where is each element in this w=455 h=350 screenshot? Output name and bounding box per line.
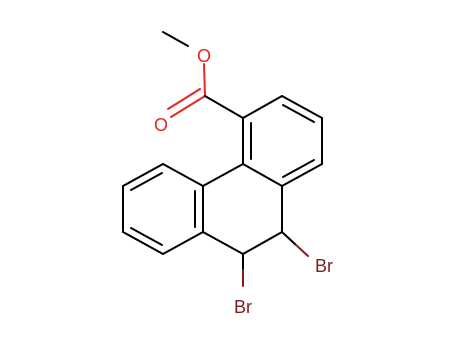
bond-carbonyl-double-b <box>167 88 201 110</box>
ring1-bond-4-inner <box>282 159 315 178</box>
ring2-bond-4 <box>202 231 244 255</box>
ring1-bond-1 <box>242 95 283 119</box>
ring3-bond-3 <box>122 231 164 255</box>
bond-carbonyl-double-a <box>170 95 206 118</box>
ring2-bond-1 <box>202 163 244 187</box>
ring1-bond-4 <box>281 163 323 187</box>
atom-label-bromine-1: Br <box>315 256 333 276</box>
ring3-bond-5 <box>122 163 164 187</box>
ring2-bond-3 <box>242 231 283 255</box>
bond-o-carbonyl <box>203 63 206 97</box>
atom-label-bromine-2: Br <box>234 297 252 317</box>
ring3-bond-2 <box>162 231 204 255</box>
ring1-bond-5 <box>242 163 283 187</box>
ring3-bond-5-inner <box>130 172 163 191</box>
atom-label-oxygen-carbonyl: O <box>154 115 168 135</box>
bond-c9-br-b <box>295 244 309 257</box>
ring3-bond-3-inner <box>130 227 163 246</box>
bond-methyl-o <box>162 31 189 47</box>
ring1-bond-2 <box>281 95 323 119</box>
ring1-bond-2-inner <box>282 104 315 123</box>
bond-carbonyl-ring <box>204 95 244 119</box>
ring3-bond-6 <box>162 163 204 187</box>
atom-label-oxygen-ester: O <box>197 46 211 66</box>
bond-c9-br-a <box>281 231 297 246</box>
